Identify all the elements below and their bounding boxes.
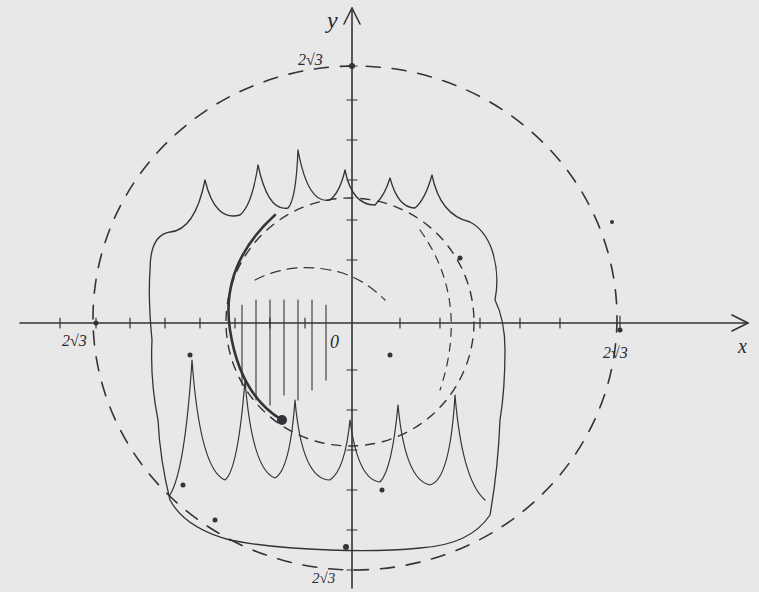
axis-label: x xyxy=(738,336,747,356)
axis-label: y xyxy=(327,8,338,32)
axis-label: 0 xyxy=(330,333,339,351)
axis-label: 2√3 xyxy=(312,571,335,586)
axis-label: 2√3 xyxy=(603,345,628,361)
axis-label: 2√3 xyxy=(298,52,323,68)
axis-label: 2√3 xyxy=(62,333,87,349)
